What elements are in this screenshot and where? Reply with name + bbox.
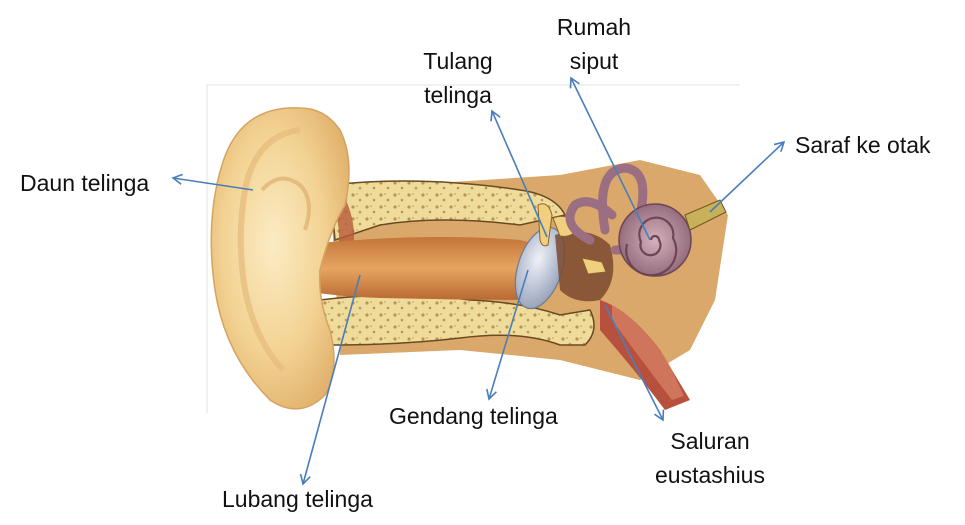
label-saraf-ke-otak: Saraf ke otak (795, 130, 931, 160)
ear-illustration (207, 85, 740, 413)
cochlea (619, 204, 691, 276)
label-lubang-telinga: Lubang telinga (222, 484, 373, 514)
label-tulang-telinga-line2: telinga (408, 80, 508, 110)
label-tulang-telinga-line1: Tulang (408, 46, 508, 76)
label-saluran-eustashius-line2: eustashius (640, 460, 780, 490)
label-rumah-siput-line2: siput (544, 46, 644, 76)
label-daun-telinga: Daun telinga (20, 168, 149, 198)
label-rumah-siput-line1: Rumah (544, 12, 644, 42)
middle-ear-cavity (555, 232, 613, 302)
label-gendang-telinga: Gendang telinga (389, 401, 558, 431)
arrow-saraf-ke-otak (710, 142, 784, 212)
ear-canal (300, 237, 540, 300)
label-saluran-eustashius-line1: Saluran (640, 426, 780, 456)
